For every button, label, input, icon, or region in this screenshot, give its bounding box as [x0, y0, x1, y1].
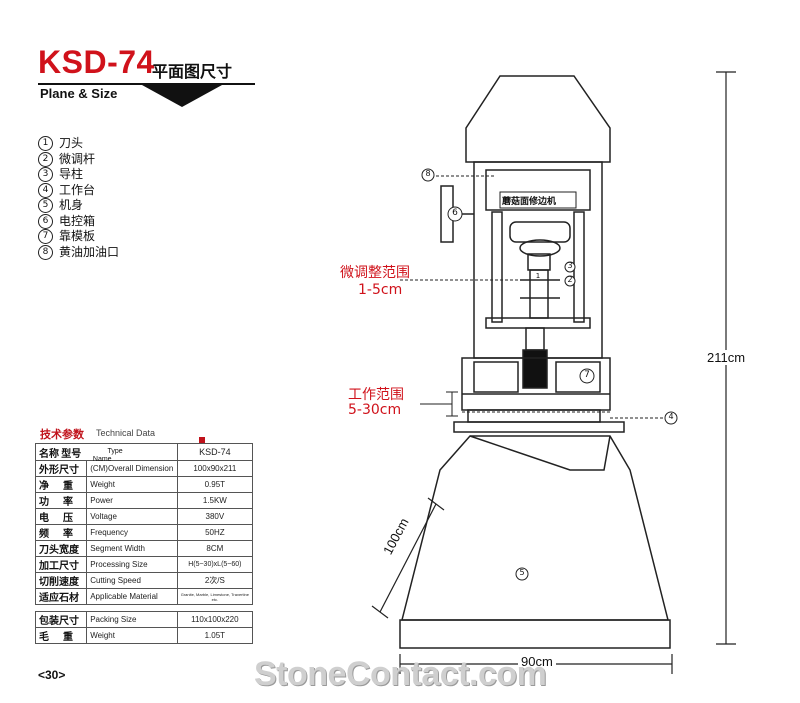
depth-dimension: [371, 497, 445, 619]
fine-adjust-label: 微调整范围: [340, 265, 410, 281]
callout-8-label: 8: [425, 169, 431, 178]
callout-6: [447, 206, 463, 222]
table-header-row: 名称 型号 Type Name KSD-74: [35, 443, 254, 463]
hood-outline: [465, 75, 611, 163]
title-rule: [38, 83, 255, 85]
page-number: <30>: [38, 668, 66, 682]
tech-title-cn: 技术参数: [40, 428, 84, 441]
callout-8: [421, 168, 435, 182]
width-label: 90cm: [518, 654, 556, 669]
machine-body: [401, 435, 669, 621]
callout-4-label: 4: [668, 412, 674, 421]
header-en-type: Type: [107, 447, 123, 455]
callout-3-label: 3: [567, 261, 573, 270]
nameplate: [499, 191, 577, 209]
header-cn-name: 名称: [39, 448, 59, 460]
callout-7-label: 7: [584, 370, 590, 380]
machine-base: [399, 619, 671, 649]
model-title: KSD-74: [38, 44, 155, 80]
callout-4: [664, 411, 678, 425]
work-range-value: 5-30cm: [348, 402, 402, 418]
subtitle-en: Plane & Size: [40, 86, 118, 101]
callout-3: [564, 261, 576, 273]
header-cn-model: 型号: [61, 448, 82, 460]
fine-adjust-range: 1-5cm: [358, 282, 403, 298]
machine-nameplate-label: 蘑菇面修边机: [502, 197, 557, 207]
down-triangle-icon: [142, 85, 222, 107]
callout-5: [515, 567, 529, 581]
callout-1-label: 1: [535, 272, 541, 280]
height-label: 211cm: [705, 350, 748, 365]
header-en-name: Name: [92, 455, 112, 463]
callout-2-label: 2: [567, 275, 573, 284]
callout-2: [564, 275, 576, 287]
watermark: StoneContact.com: [254, 655, 547, 693]
workbench: [453, 421, 625, 433]
tech-title-en: Technical Data: [96, 428, 156, 438]
callout-5-label: 5: [519, 568, 525, 577]
spec-table: 名称 型号 Type Name KSD-74 外形尺寸(CM)Overall D…: [34, 443, 254, 644]
work-range-label: 工作范围: [348, 387, 404, 403]
callout-6-label: 6: [452, 208, 458, 218]
title-cn: 平面图尺寸: [152, 62, 233, 81]
callout-7: [579, 368, 595, 384]
marker-square: [199, 437, 205, 443]
header-value: KSD-74: [176, 443, 254, 461]
